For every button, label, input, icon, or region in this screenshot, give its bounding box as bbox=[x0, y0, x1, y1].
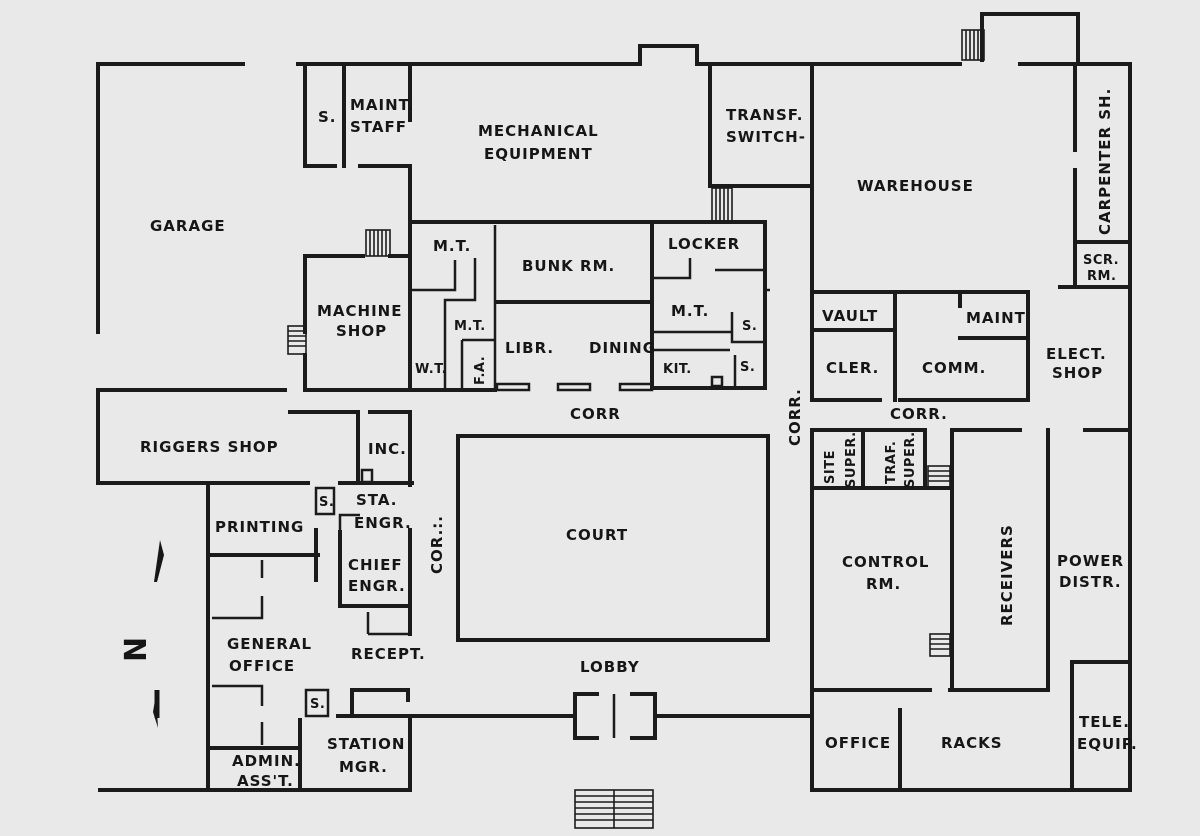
label-control-1: CONTROL bbox=[842, 553, 929, 571]
label-comm: COMM. bbox=[922, 359, 986, 377]
label-vault: VAULT bbox=[822, 307, 878, 325]
label-wt: W.T. bbox=[415, 362, 447, 377]
label-garage: GARAGE bbox=[150, 217, 226, 235]
label-admin-1: ADMIN. bbox=[232, 752, 301, 770]
label-printing: PRINTING bbox=[215, 518, 304, 536]
label-corr-right: CORR. bbox=[786, 388, 804, 446]
label-site-2: SUPER. bbox=[844, 431, 859, 488]
label-corr-mid: CORR. bbox=[890, 405, 948, 423]
label-bunk: BUNK RM. bbox=[522, 257, 615, 275]
label-station-1: STATION bbox=[327, 735, 405, 753]
label-traf-1: TRAF. bbox=[884, 441, 899, 484]
label-chief-1: CHIEF bbox=[348, 556, 403, 574]
label-power-2: DISTR. bbox=[1059, 573, 1122, 591]
label-receivers: RECEIVERS bbox=[998, 524, 1016, 626]
label-control-2: RM. bbox=[866, 575, 901, 593]
label-s-kit-top: S. bbox=[742, 319, 757, 334]
label-site-1: SITE bbox=[823, 450, 838, 484]
label-maint: MAINT bbox=[966, 309, 1026, 327]
label-dining: DINING bbox=[589, 339, 656, 357]
label-transf-2: SWITCH- bbox=[726, 128, 806, 146]
label-machine-1: MACHINE bbox=[317, 302, 402, 320]
label-sta-2: ENGR. bbox=[354, 514, 412, 532]
label-tele-2: EQUIP. bbox=[1077, 735, 1138, 753]
label-s-station: S. bbox=[310, 697, 325, 712]
room-labels: GARAGE S. MAINT. STAFF MECHANICAL EQUIPM… bbox=[140, 88, 1138, 790]
label-warehouse: WAREHOUSE bbox=[857, 177, 974, 195]
label-corr-top: CORR bbox=[570, 405, 621, 423]
north-label: N bbox=[119, 637, 154, 662]
label-general-2: OFFICE bbox=[229, 657, 295, 675]
label-court: COURT bbox=[566, 526, 628, 544]
label-lobby: LOBBY bbox=[580, 658, 640, 676]
label-elect-2: SHOP bbox=[1052, 364, 1103, 382]
label-libr: LIBR. bbox=[505, 339, 554, 357]
stairs bbox=[287, 29, 985, 829]
label-transf-1: TRANSF. bbox=[726, 106, 804, 124]
label-power-1: POWER bbox=[1057, 552, 1124, 570]
label-locker: LOCKER bbox=[668, 235, 740, 253]
label-mechanical-2: EQUIPMENT bbox=[484, 145, 593, 163]
label-scr-1: SCR. bbox=[1083, 253, 1119, 268]
label-sta-1: STA. bbox=[356, 491, 397, 509]
label-carpenter: CARPENTER SH. bbox=[1096, 88, 1114, 235]
label-s-kit: S. bbox=[740, 360, 755, 375]
label-maint-staff-2: STAFF bbox=[350, 118, 407, 136]
label-admin-2: ASS'T. bbox=[237, 772, 294, 790]
label-recept: RECEPT. bbox=[351, 645, 426, 663]
label-machine-2: SHOP bbox=[336, 322, 387, 340]
label-elect-1: ELECT. bbox=[1046, 345, 1107, 363]
north-arrow-icon: N bbox=[119, 540, 164, 728]
label-inc: INC. bbox=[368, 440, 407, 458]
label-kit: KIT. bbox=[663, 362, 692, 377]
label-fa: F.A. bbox=[473, 356, 488, 385]
label-s-top: S. bbox=[318, 108, 337, 126]
label-mt-1: M.T. bbox=[433, 237, 471, 255]
label-mt-2: M.T. bbox=[454, 319, 486, 334]
label-mechanical-1: MECHANICAL bbox=[478, 122, 599, 140]
label-riggers: RIGGERS SHOP bbox=[140, 438, 279, 456]
label-s-sta: S. bbox=[319, 495, 334, 510]
label-mt-3: M.T. bbox=[671, 302, 709, 320]
label-tele-1: TELE. bbox=[1079, 713, 1130, 731]
walls bbox=[96, 12, 1132, 792]
label-general-1: GENERAL bbox=[227, 635, 312, 653]
label-station-2: MGR. bbox=[339, 758, 388, 776]
label-office: OFFICE bbox=[825, 734, 891, 752]
label-racks: RACKS bbox=[941, 734, 1003, 752]
label-scr-2: RM. bbox=[1087, 269, 1116, 284]
label-corr-left: COR.:. bbox=[428, 515, 446, 574]
label-cler: CLER. bbox=[826, 359, 879, 377]
label-maint-staff-1: MAINT. bbox=[350, 96, 414, 114]
label-traf-2: SUPER. bbox=[903, 431, 918, 488]
label-chief-2: ENGR. bbox=[348, 577, 406, 595]
